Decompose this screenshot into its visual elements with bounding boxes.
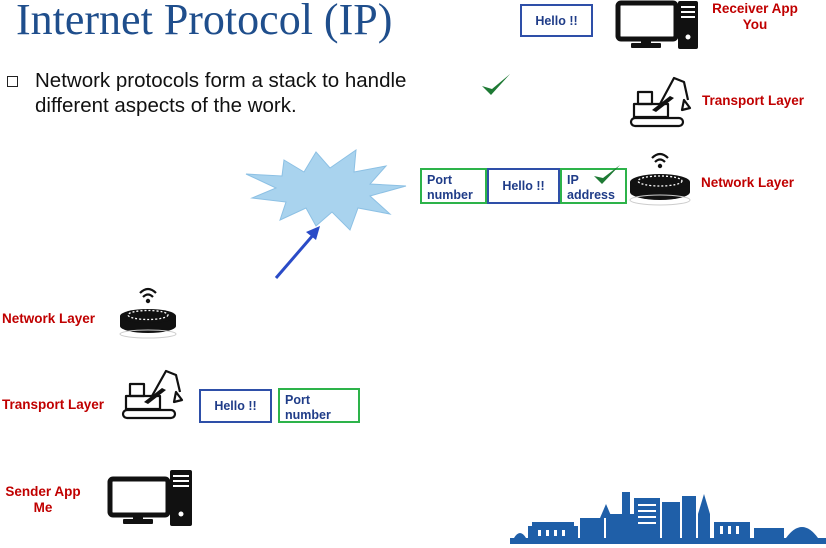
bullet-text: Network protocols form a stack to handle…: [35, 69, 407, 117]
receiver-network-label: Network Layer: [701, 175, 795, 190]
sender-app-label: Sender App Me: [5, 484, 81, 515]
computer-icon: [107, 470, 192, 526]
arrow-icon: [274, 226, 320, 279]
packet-port-number-box: Port number: [420, 168, 487, 204]
receiver-app-label: Receiver App You: [712, 1, 798, 32]
packet-message-text: Hello !!: [502, 179, 545, 193]
checkmark-icon: [594, 165, 620, 184]
receiver-message-text: Hello !!: [535, 13, 578, 28]
excavator-icon: [121, 369, 184, 420]
packet-ip-address-box: IP address: [560, 168, 627, 204]
skyline-icon: [510, 492, 826, 544]
segment-message-text: Hello !!: [214, 399, 257, 413]
receiver-transport-label: Transport Layer: [702, 93, 805, 108]
bullet-marker: [7, 76, 18, 87]
receiver-message-box: Hello !!: [520, 4, 593, 37]
segment-message-box: Hello !!: [199, 389, 272, 423]
cloud-burst-icon: [245, 148, 407, 231]
segment-port-number-box: Port number: [278, 388, 360, 423]
excavator-icon: [629, 76, 692, 128]
router-icon: [119, 287, 177, 339]
checkmark-icon: [482, 74, 510, 95]
computer-icon: [615, 0, 698, 49]
packet-message-box: Hello !!: [487, 168, 560, 204]
router-icon: [629, 152, 691, 206]
sender-transport-label: Transport Layer: [2, 397, 105, 412]
slide-title: Internet Protocol (IP): [16, 0, 393, 44]
sender-network-label: Network Layer: [2, 311, 96, 326]
